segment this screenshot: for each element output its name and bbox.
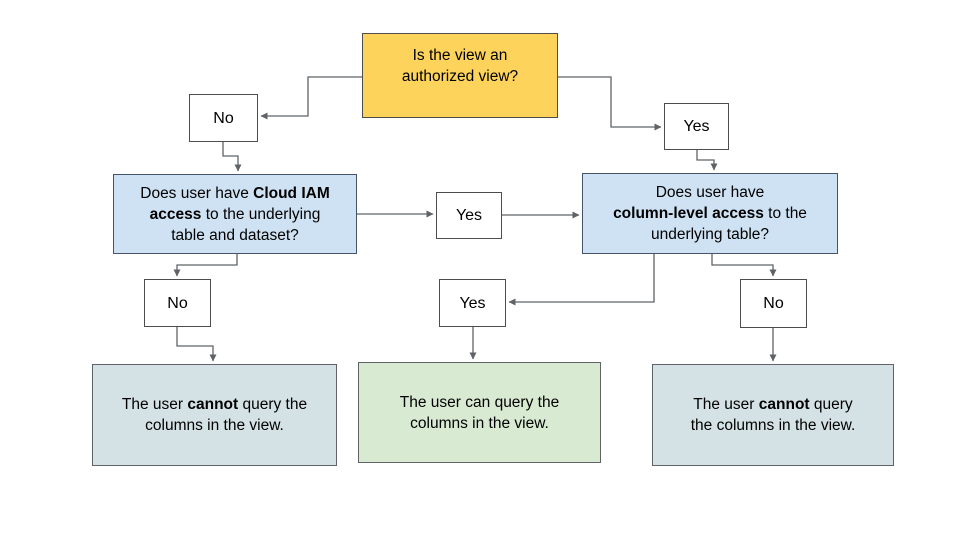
node-label-no-2: No [144,279,211,327]
node-text: Yes [455,207,483,224]
node-label-no-3: No [740,279,807,328]
edge-q-col-to-yes3 [508,254,655,306]
edge-no2-to-end-left [176,327,217,362]
node-start-question: Is the view an authorized view? [362,33,558,118]
node-text: No [167,294,188,312]
node-text: No [213,109,234,127]
node-text: Does user have Cloud IAM access to the u… [140,184,330,244]
node-text: The user cannot query the columns in the… [690,396,856,434]
node-outcome-cannot-query-left: The user cannot query the columns in the… [92,364,337,466]
node-label-no-1: No [189,94,258,142]
edge-yes1-to-q-col [696,150,718,171]
node-text: Is the view an authorized view? [401,47,519,85]
node-text: Yes [683,118,710,135]
node-text: Does user have column-level access to th… [613,184,807,243]
node-label-yes-mid: Yes [436,192,502,239]
node-text: The user cannot query the columns in the… [121,396,308,434]
edge-no1-to-q-iam [222,142,242,172]
edge-start-to-yes1 [558,76,662,131]
node-text: No [763,295,784,312]
node-text: The user can query the columns in the vi… [399,393,560,432]
edge-q-iam-to-no2 [173,254,238,277]
node-outcome-cannot-query-right: The user cannot query the columns in the… [652,364,894,466]
node-outcome-can-query: The user can query the columns in the vi… [358,362,601,463]
node-label-yes-3: Yes [439,279,506,327]
node-question-cloud-iam-access: Does user have Cloud IAM access to the u… [113,174,357,254]
edge-start-to-no1 [260,76,362,120]
edge-q-col-to-no3 [711,254,777,277]
node-question-column-level-access: Does user have column-level access to th… [582,173,838,254]
node-text: Yes [459,294,486,312]
node-label-yes-1: Yes [664,103,729,150]
